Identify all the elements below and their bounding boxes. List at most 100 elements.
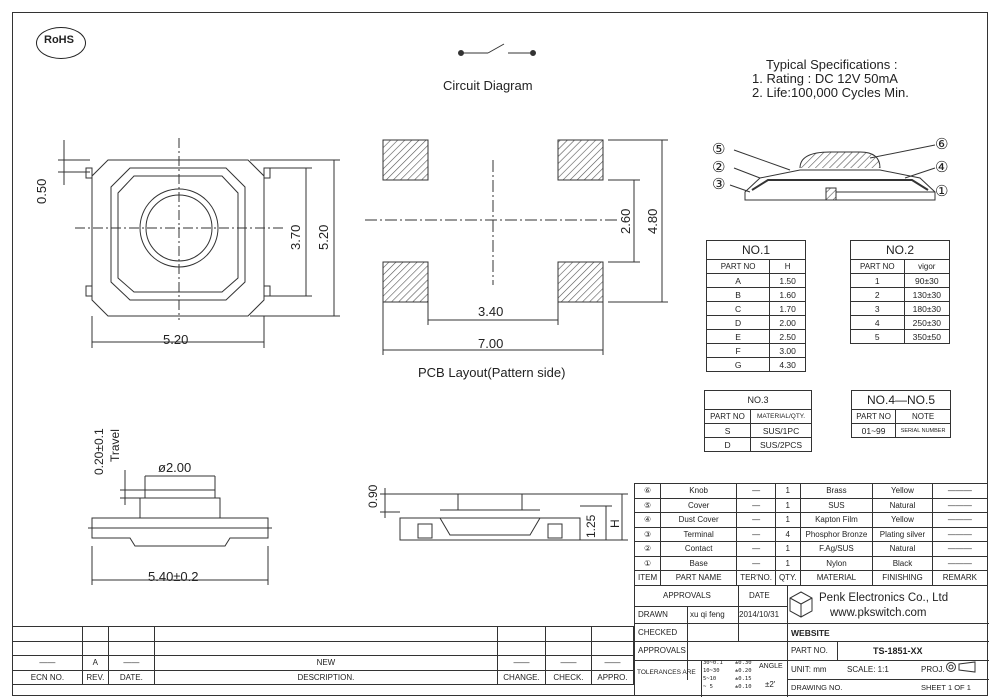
scale-label: SCALE: 1:1 [847, 665, 889, 674]
no45-title: NO.4—NO.5 [851, 390, 951, 410]
no1-head-part: PART NO [705, 259, 771, 274]
rohs-logo-text: RoHS [44, 34, 74, 46]
tolerances-label: TOLERANCES ARE [637, 669, 696, 676]
part-no-value: TS-1851-XX [873, 646, 923, 656]
circuit-switch-symbol [458, 43, 536, 56]
dim-3-70: 3.70 [288, 224, 303, 250]
cross-section [729, 144, 936, 201]
drawn-by: xu qi feng [690, 610, 725, 619]
no3-head-material: MATERIAL/QTY. [750, 409, 812, 424]
tol-val-4: ±0.10 [735, 684, 752, 690]
dim-7-00: 7.00 [478, 336, 504, 351]
no2-title: NO.2 [850, 240, 950, 260]
part-no-label: PART NO. [791, 646, 828, 655]
dim-2-60: 2.60 [618, 208, 633, 234]
callout-6: ⑥ [935, 136, 949, 153]
unit-label: UNIT: mm [791, 665, 827, 674]
no2-head-vigor: vigor [903, 259, 951, 274]
no2-head-part: PART NO [850, 259, 905, 274]
dim-travel: 0.20±0.1 [92, 428, 106, 475]
no1-head-h: H [769, 259, 806, 274]
no3-title: NO.3 [704, 390, 812, 410]
rohs-logo [36, 27, 86, 59]
no45-head-part: PART NO [850, 409, 897, 424]
revision-row: ——A——NEW—————— [12, 655, 635, 671]
projection-symbol [946, 661, 976, 673]
company-logo [789, 591, 813, 618]
spec-line-2: 2. Life:100,000 Cycles Min. [752, 85, 909, 100]
dim-5-20-v: 5.20 [316, 224, 331, 250]
approvals-header: APPROVALS [663, 591, 711, 600]
tol-val-2: ±0.20 [735, 668, 752, 674]
spec-line-1: 1. Rating : DC 12V 50mA [752, 71, 898, 86]
tol-range-4: ~ 5 [703, 684, 713, 690]
angle-label: ANGLE [759, 663, 783, 670]
title-block: APPROVALS DATE DRAWN xu qi feng 2014/10/… [634, 585, 989, 697]
drawn-label: DRAWN [638, 610, 668, 619]
dim-0-50: 0.50 [34, 178, 49, 204]
travel-label: Travel [108, 429, 122, 462]
dim-5-20-h: 5.20 [163, 332, 189, 347]
tol-range-1: 30~0.1 [703, 660, 723, 666]
side-view-left [88, 470, 272, 585]
approvals-label: APPROVALS [638, 646, 686, 655]
no1-title: NO.1 [706, 240, 806, 260]
angle-value: ±2' [765, 680, 776, 689]
tol-val-3: ±0.15 [735, 676, 752, 682]
pcb-layout [365, 139, 668, 355]
callout-4: ④ [935, 159, 949, 176]
website-label: WEBSITE [791, 628, 830, 638]
callout-1: ① [935, 183, 949, 200]
dim-diameter: ø2.00 [158, 460, 192, 475]
tol-range-3: 5~10 [703, 676, 717, 682]
dim-3-40: 3.40 [478, 304, 504, 319]
dim-width: 5.40±0.2 [148, 569, 199, 584]
spec-title: Typical Specifications : [766, 57, 898, 72]
dim-h: H [608, 519, 622, 528]
date-header: DATE [749, 591, 770, 600]
revision-empty-row [12, 640, 635, 656]
side-view-right [380, 488, 628, 541]
company-name: Penk Electronics Co., Ltd [819, 592, 949, 604]
callout-3: ③ [712, 176, 726, 193]
no3-head-part: PART NO [703, 409, 752, 424]
drawn-date: 2014/10/31 [739, 610, 780, 619]
revision-empty-row [12, 626, 635, 642]
circuit-diagram-title: Circuit Diagram [443, 78, 533, 93]
dim-0-90: 0.90 [366, 484, 380, 508]
top-view [58, 138, 340, 348]
drawing-no-label: DRAWING NO. [791, 683, 843, 692]
no45-head-note: NOTE [895, 409, 951, 424]
checked-label: CHECKED [638, 628, 678, 637]
dim-1-25: 1.25 [584, 514, 598, 538]
company-website: www.pkswitch.com [830, 607, 927, 619]
drawing-frame [12, 12, 988, 696]
revision-header-row: ECN NO.REV.DATE.DESCRIPTION.CHANGE.CHECK… [12, 669, 635, 685]
